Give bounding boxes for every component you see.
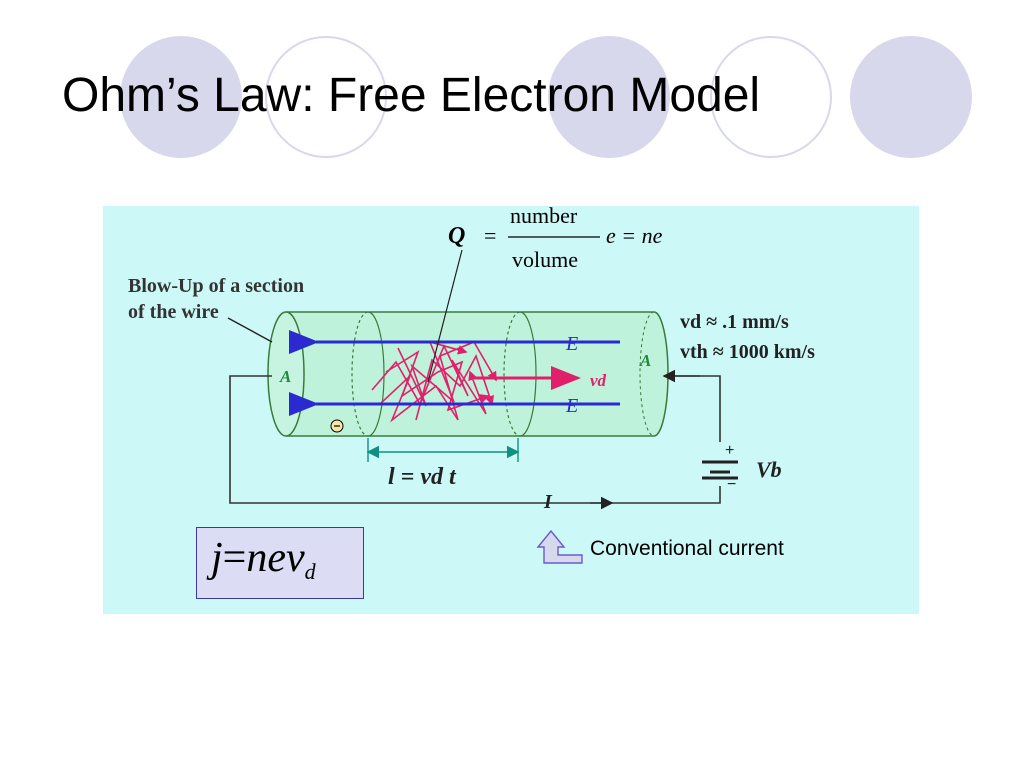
- drift-label: vd: [590, 371, 607, 390]
- decor-circle-4: [710, 36, 832, 158]
- decor-circle-2: [265, 36, 387, 158]
- area-label-left: A: [279, 367, 291, 386]
- vth-speed: vth ≈ 1000 km/s: [680, 341, 815, 363]
- field-label-bottom: E: [565, 395, 578, 417]
- vd-speed: vd ≈ .1 mm/s: [680, 311, 789, 333]
- battery-label: Vb: [756, 457, 782, 482]
- q-tail: e = ne: [606, 223, 663, 248]
- callout-arrow-icon: [536, 529, 583, 564]
- wire-cylinder: [267, 311, 669, 437]
- slide-title: Ohm’s Law: Free Electron Model: [62, 69, 761, 122]
- formula-rhs: nev: [246, 535, 305, 581]
- formula-lhs: j: [211, 535, 223, 581]
- fraction-numerator: number: [510, 203, 578, 228]
- fraction-denominator: volume: [512, 247, 578, 272]
- formula-equals: =: [222, 535, 247, 581]
- decor-circle-3: [548, 36, 670, 158]
- current-label: I: [543, 491, 553, 513]
- q-pointer: [427, 249, 463, 383]
- battery-symbol: [702, 460, 738, 480]
- area-label-right: A: [639, 351, 651, 370]
- decor-circle-1: [120, 36, 242, 158]
- decor-circle-5: [850, 36, 972, 158]
- q-equals: =: [484, 223, 496, 248]
- blowup-label-line1: Blow-Up of a section: [128, 275, 304, 297]
- battery-plus: +: [725, 442, 734, 459]
- field-lines: [289, 330, 620, 416]
- field-label-top: E: [565, 333, 578, 355]
- blowup-label-line2: of the wire: [128, 301, 219, 323]
- blowup-pointer: [227, 317, 273, 343]
- battery-minus: −: [727, 476, 736, 493]
- conventional-current-label: Conventional current: [590, 537, 784, 560]
- q-symbol: Q: [448, 223, 465, 249]
- formula-subscript: d: [304, 559, 316, 584]
- length-equation: l = vd t: [388, 464, 457, 490]
- current-density-formula: j=nevd: [196, 527, 364, 599]
